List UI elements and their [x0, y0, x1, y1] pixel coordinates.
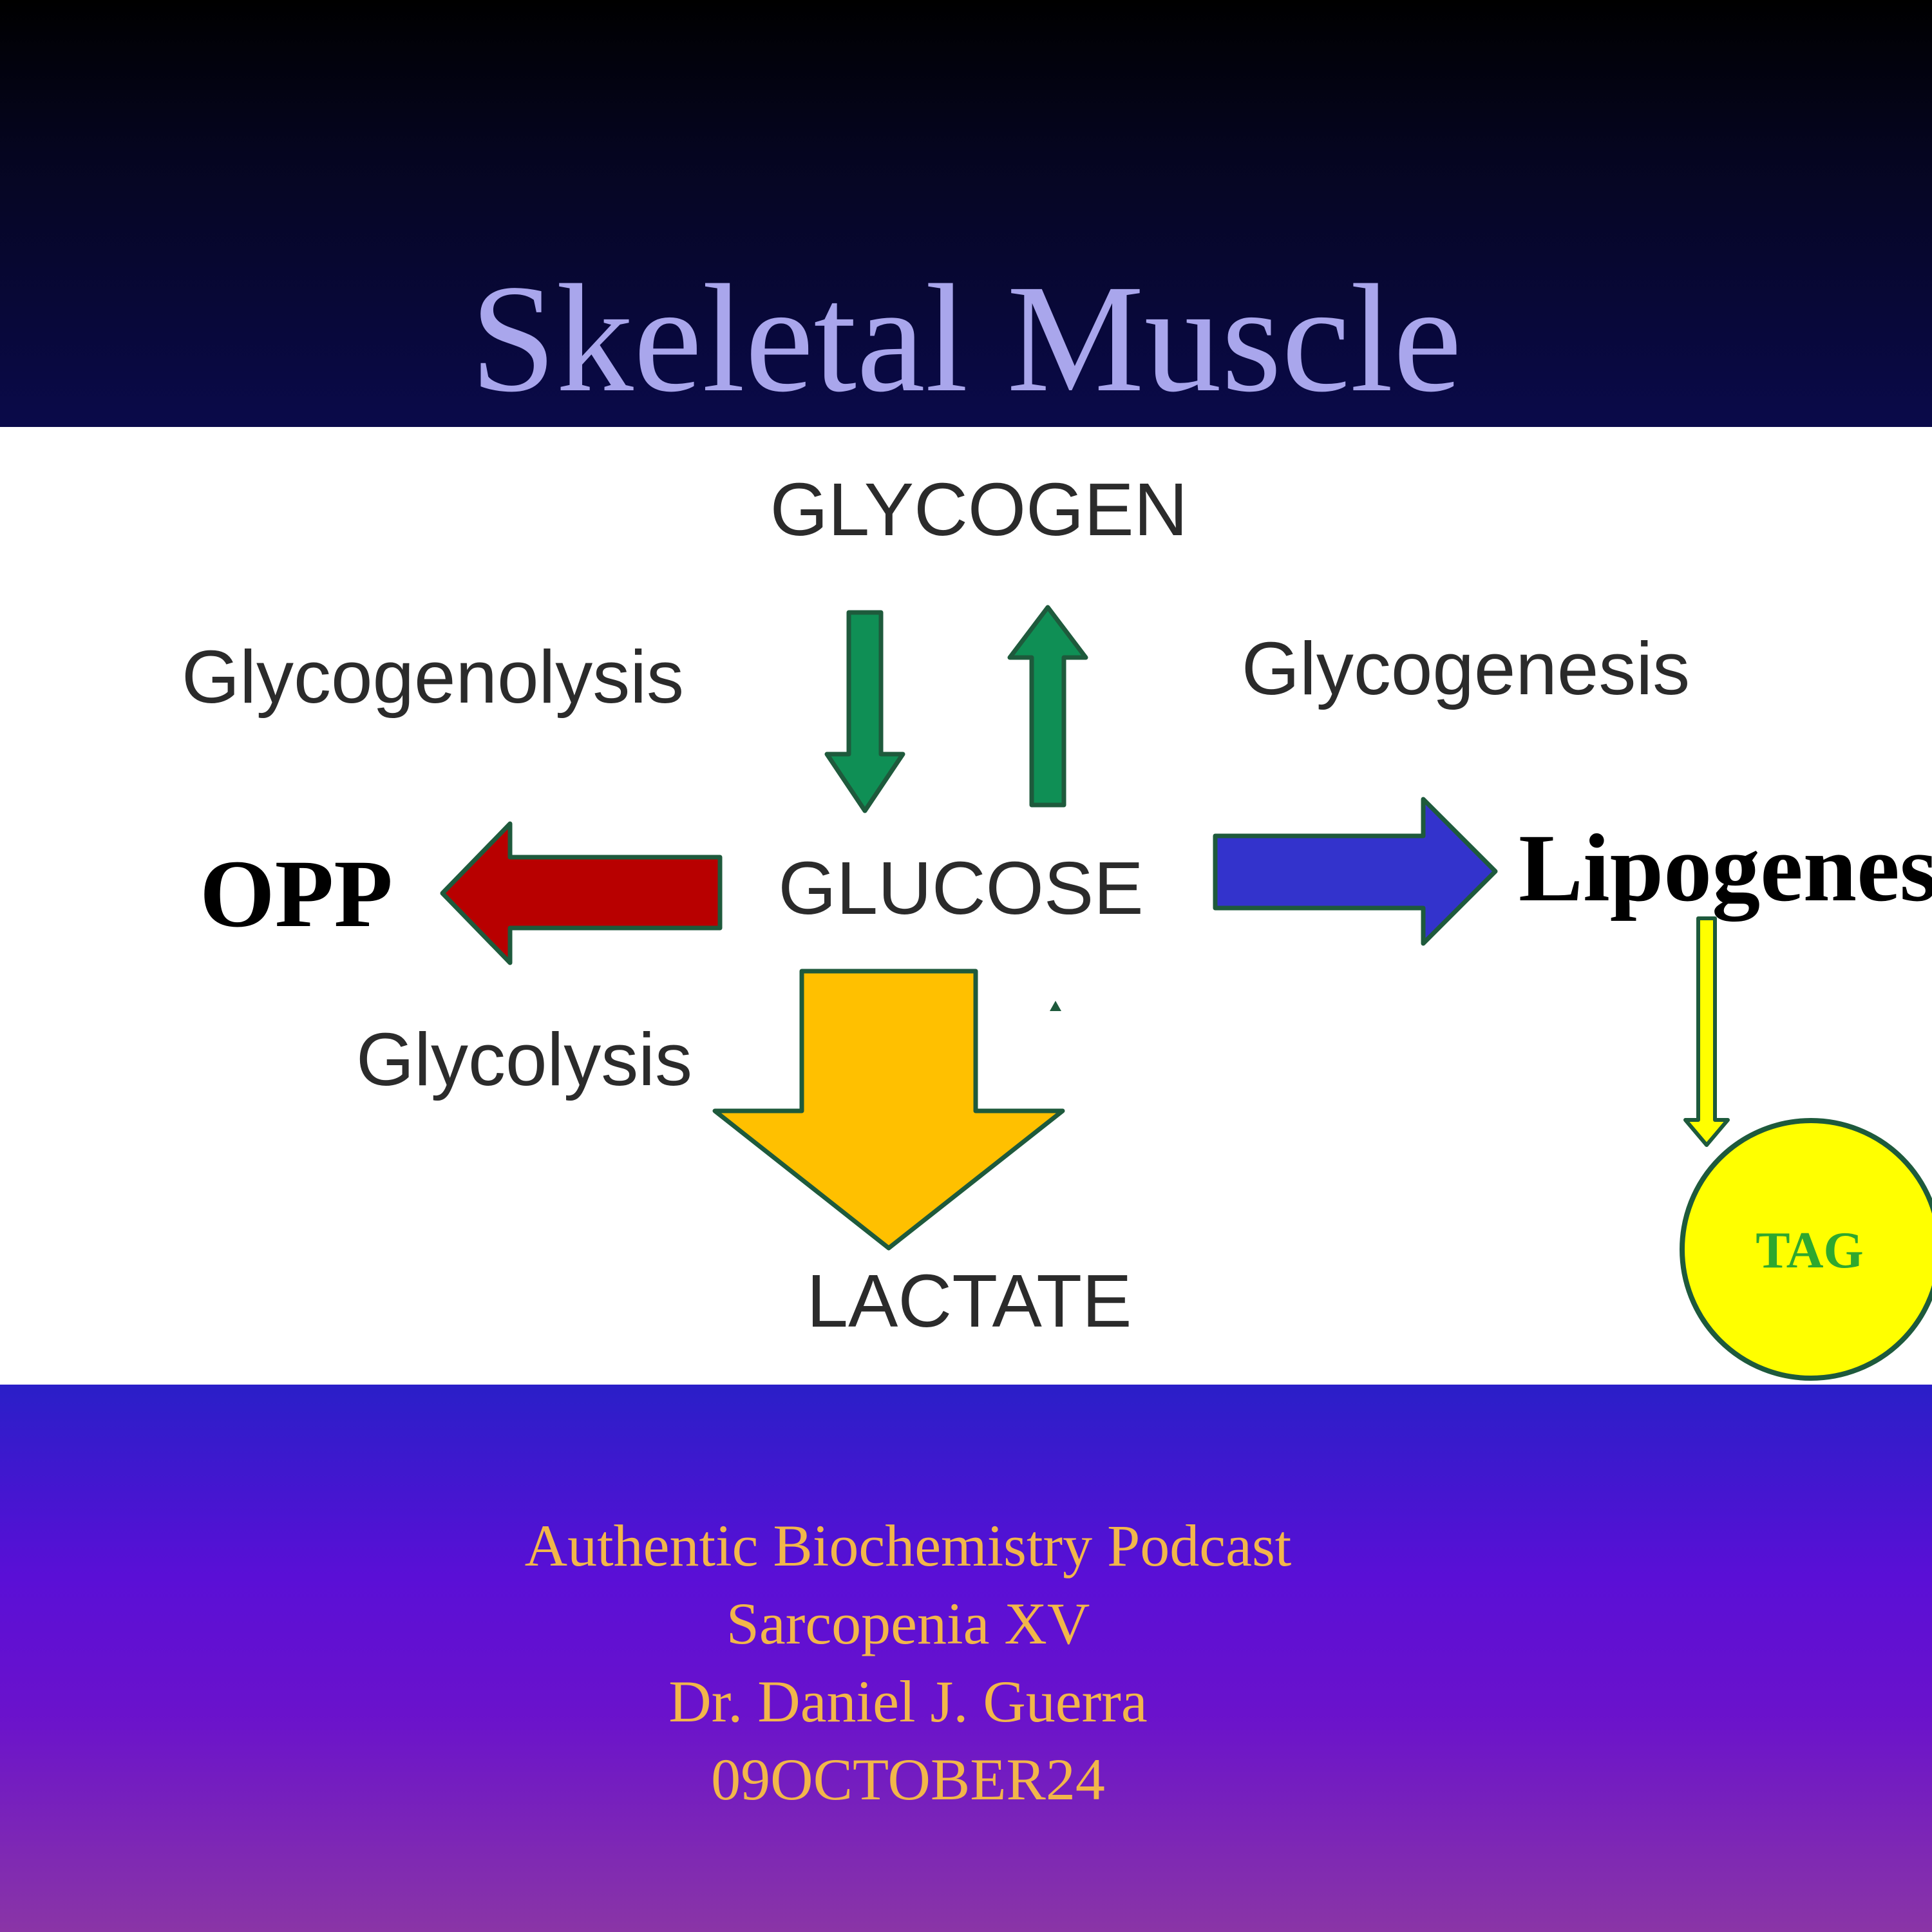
tag-arrow	[1683, 916, 1730, 1147]
glycogenolysis-label: Glycogenolysis	[182, 635, 684, 719]
opp-arrow	[440, 821, 723, 965]
glycogenesis-label: Glycogenesis	[1242, 627, 1690, 710]
glycogenolysis-arrow	[824, 610, 905, 813]
tag-label: TAG	[1756, 1222, 1863, 1279]
lipogenesis-label: Lipogenesis	[1519, 815, 1932, 922]
lactate-label: LACTATE	[807, 1259, 1132, 1343]
episode-date: 09OCTOBER24	[711, 1747, 1105, 1812]
episode-title: Sarcopenia XV	[726, 1591, 1090, 1656]
opp-label: OPP	[200, 840, 393, 947]
glucose-label: GLUCOSE	[778, 846, 1143, 930]
glycolysis-arrow	[712, 969, 1065, 1251]
slide-title: Skeletal Muscle	[470, 252, 1462, 424]
metabolic-pathway-diagram: GLYCOGEN Glycogenolysis Glycogenesis GLU…	[0, 427, 1932, 1385]
title-banner	[0, 0, 1932, 427]
small-arrowhead-icon	[1050, 1001, 1061, 1011]
glycogenesis-arrow	[1007, 605, 1088, 808]
podcast-name: Authentic Biochemistry Podcast	[524, 1513, 1292, 1578]
glycolysis-label: Glycolysis	[356, 1018, 692, 1101]
podcast-credits: Authentic Biochemistry Podcast Sarcopeni…	[0, 1507, 1816, 1819]
author-name: Dr. Daniel J. Guerra	[668, 1669, 1148, 1734]
tag-circle	[1680, 1118, 1932, 1381]
footer-banner	[0, 1385, 1932, 1932]
glycogen-label: GLYCOGEN	[770, 468, 1188, 551]
lipogenesis-arrow	[1213, 797, 1498, 946]
